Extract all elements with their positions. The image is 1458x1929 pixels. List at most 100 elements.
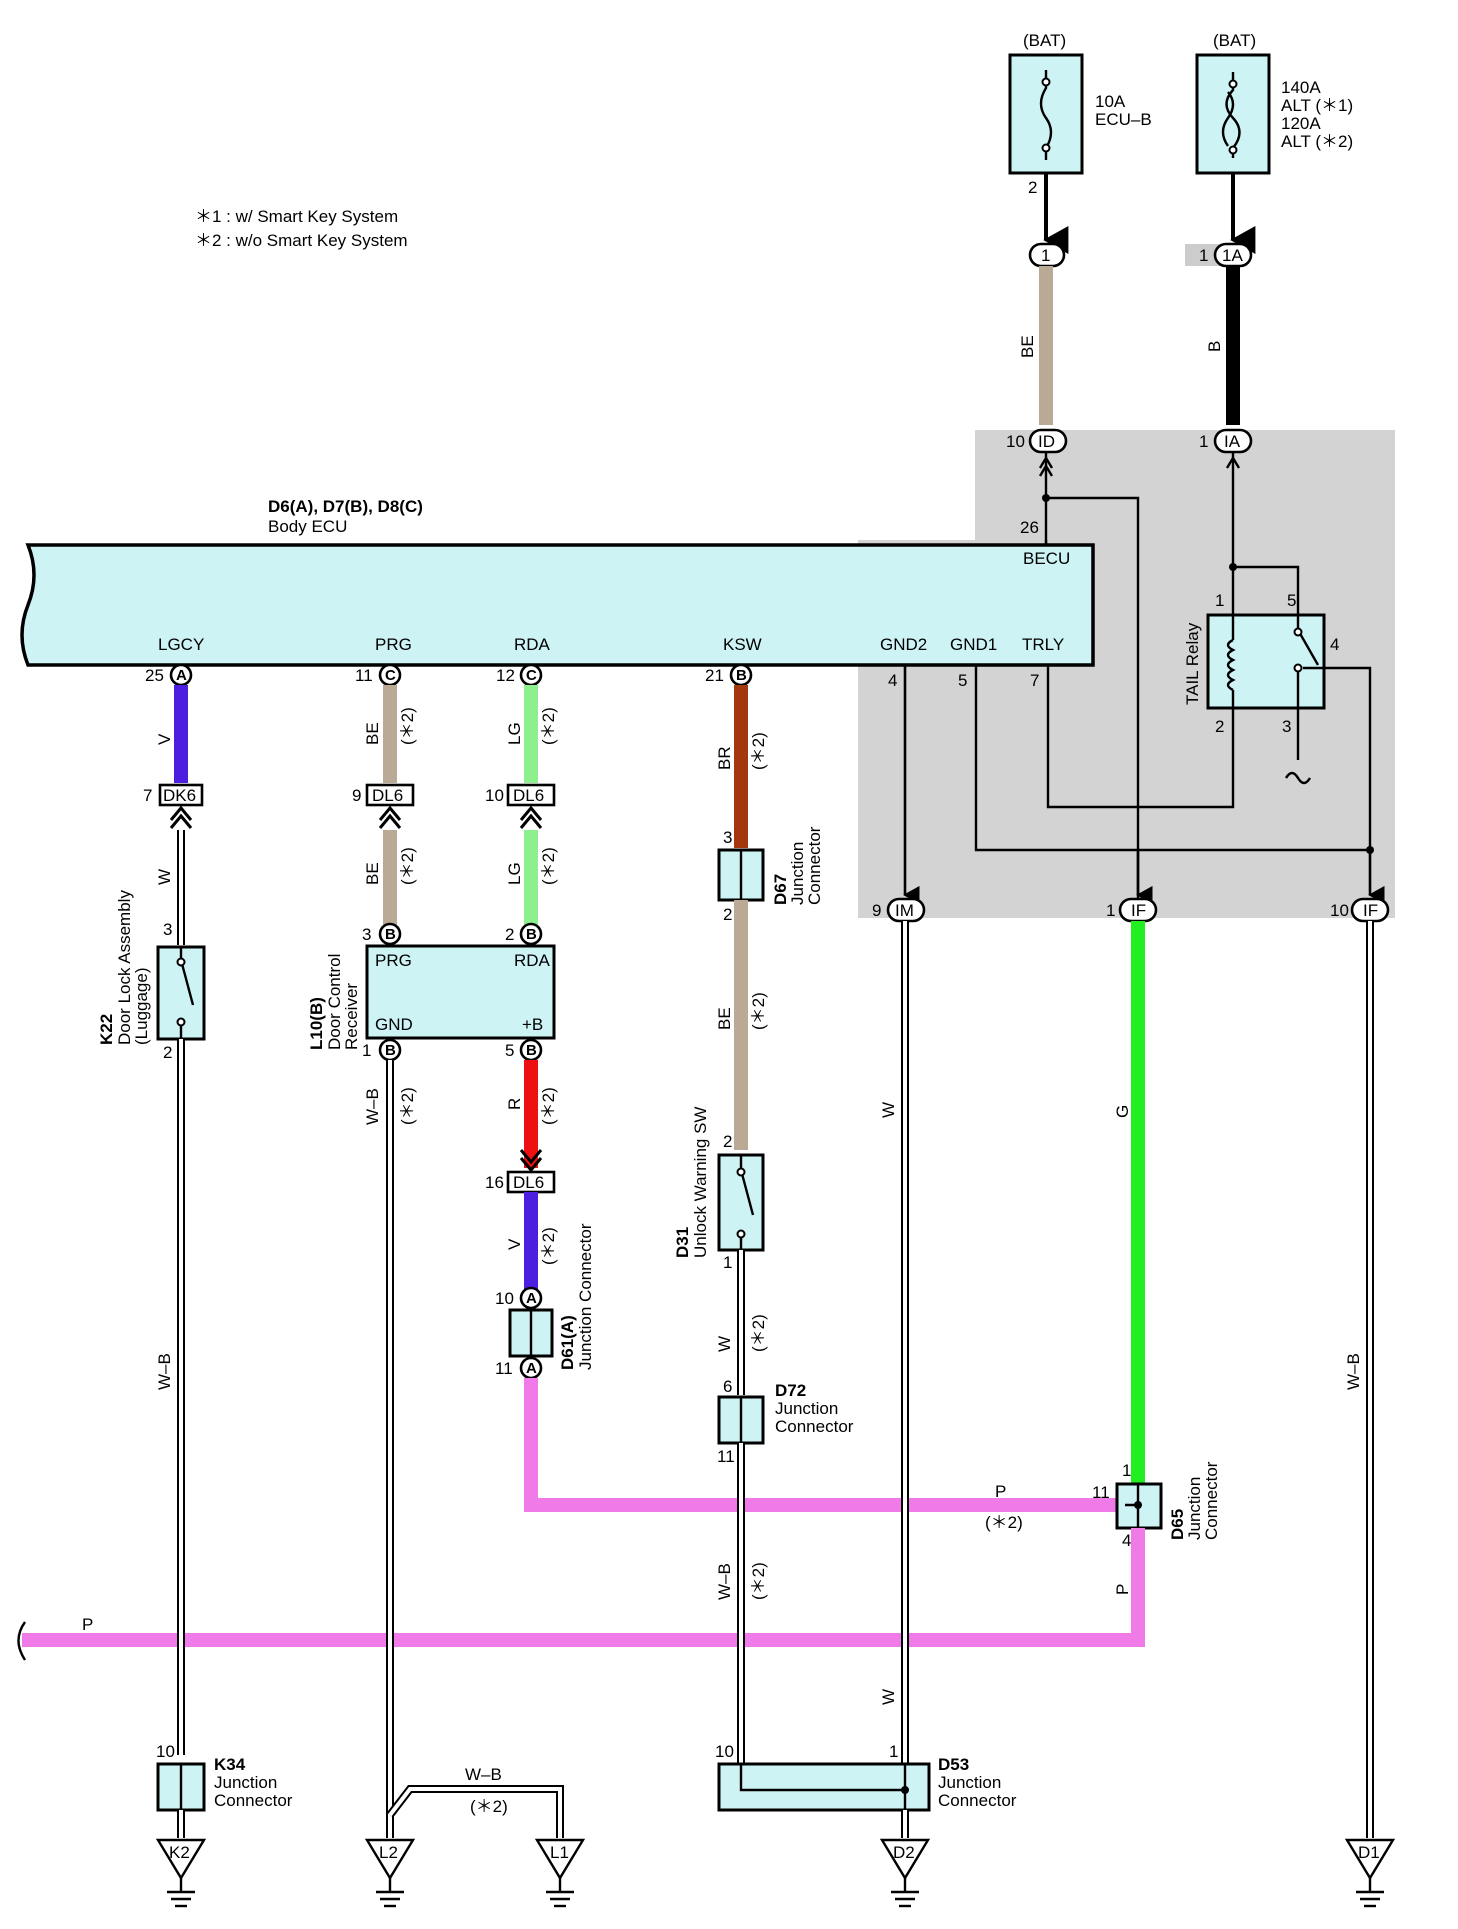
bat-label-2: (BAT) xyxy=(1213,31,1256,50)
d61-pin-10-num: 10 xyxy=(495,1289,514,1308)
relay-pin-2: 2 xyxy=(1215,717,1224,736)
ecu-name: Body ECU xyxy=(268,517,347,536)
connector-ia-label: IA xyxy=(1224,432,1241,451)
fuse1-name: ECU–B xyxy=(1095,110,1152,129)
d61-pin-11-num: 11 xyxy=(495,1359,513,1378)
ecu-pin-12-num: 12 xyxy=(496,666,515,685)
connector-id xyxy=(1028,428,1068,454)
d72-code: D72 xyxy=(775,1381,806,1400)
connector-dl6-9 xyxy=(365,783,415,807)
ecu-pin-11-letter: C xyxy=(385,667,396,684)
wire-wb-label-3: W–B xyxy=(465,1765,502,1784)
ecu-pin-7: 7 xyxy=(1030,671,1039,690)
l10-door-control-receiver xyxy=(365,944,556,1040)
l10-pin-3-letter: B xyxy=(385,926,396,943)
d53-l2: Connector xyxy=(938,1791,1017,1810)
wire-be-label-4: BE xyxy=(715,1007,734,1030)
l10-pin-2 xyxy=(519,922,543,946)
wire-v-label-2: V xyxy=(505,1238,524,1250)
wire-w-label-1: W xyxy=(155,869,174,885)
connector-dl6-9-pin: 9 xyxy=(352,786,361,805)
fuse2-line3: 120A xyxy=(1281,114,1321,133)
l10-pin-1-letter: B xyxy=(385,1042,396,1059)
ecu-pin-25-num: 25 xyxy=(145,666,164,685)
d67-code: D67 xyxy=(771,874,790,905)
l10-pin-2-num: 2 xyxy=(505,925,514,944)
wire-star2-1: (＊2) xyxy=(398,707,417,745)
ecu-pin-4: 4 xyxy=(888,671,897,690)
wire-lg-label-1: LG xyxy=(505,722,524,745)
wire-p-main xyxy=(22,1528,1145,1647)
connector-dl6-9-label: DL6 xyxy=(372,786,403,805)
k22-code: K22 xyxy=(97,1014,116,1045)
connector-dk6 xyxy=(158,783,204,807)
wire-lg-label-2: LG xyxy=(505,862,524,885)
connector-1a-label: 1A xyxy=(1222,246,1243,265)
connector-dl6-16-pin: 16 xyxy=(485,1173,504,1192)
wire-p-label-2: P xyxy=(82,1615,93,1634)
wire-w-label-4: W xyxy=(879,1689,898,1705)
wire-star2-6: (＊2) xyxy=(470,1797,508,1816)
wire-w-label-2: W xyxy=(715,1336,734,1352)
wire-star2-5: (＊2) xyxy=(398,1087,417,1125)
k34-pin-10: 10 xyxy=(156,1742,175,1761)
connector-dk6-label: DK6 xyxy=(163,786,196,805)
wire-star2-11: (＊2) xyxy=(749,992,768,1030)
relay-pin-3: 3 xyxy=(1282,717,1291,736)
ground-d2: D2 xyxy=(879,1838,931,1908)
d31-code: D31 xyxy=(673,1227,692,1258)
d53-pin-1: 1 xyxy=(889,1742,898,1761)
ground-l2-label: L2 xyxy=(379,1843,398,1862)
l10-rda: RDA xyxy=(514,951,551,970)
l10-prg: PRG xyxy=(375,951,412,970)
wire-br-label: BR xyxy=(715,746,734,770)
l10-plusb: +B xyxy=(522,1015,543,1034)
note-2: ＊2 : w/o Smart Key System xyxy=(195,231,408,250)
l10-pin-2-letter: B xyxy=(526,926,537,943)
d53-pin-10: 10 xyxy=(715,1742,734,1761)
ecu-terminal-rda: RDA xyxy=(514,635,551,654)
k34-l2: Connector xyxy=(214,1791,293,1810)
d61-name: Junction Connector xyxy=(576,1223,595,1370)
ecu-terminal-gnd1: GND1 xyxy=(950,635,997,654)
connector-dl6-16-label: DL6 xyxy=(513,1173,544,1192)
d67-l1: Junction xyxy=(788,842,807,905)
wire-be-label-3: BE xyxy=(363,862,382,885)
d61-code: D61(A) xyxy=(558,1315,577,1370)
connector-1a-shade xyxy=(1185,244,1223,266)
connector-if-2-pin: 10 xyxy=(1330,901,1349,920)
l10-pin-3-num: 3 xyxy=(362,925,371,944)
wire-r-label: R xyxy=(505,1098,524,1110)
wire-star2-2: (＊2) xyxy=(398,847,417,885)
wire-star2-7: (＊2) xyxy=(539,1087,558,1125)
connector-id-pin: 10 xyxy=(1006,432,1025,451)
d31-name: Unlock Warning SW xyxy=(691,1107,710,1258)
d72-pin-11: 11 xyxy=(717,1447,735,1466)
ecu-terminal-lgcy: LGCY xyxy=(158,635,204,654)
d72-pin-6: 6 xyxy=(723,1377,732,1396)
l10-name2: Receiver xyxy=(342,983,361,1050)
l10-gnd: GND xyxy=(375,1015,413,1034)
relay-pin-5: 5 xyxy=(1287,591,1296,610)
ecu-becu-pin: 26 xyxy=(1020,518,1039,537)
wire-wb-label-2: W–B xyxy=(363,1088,382,1125)
d72-l1: Junction xyxy=(775,1399,838,1418)
wire-wb-label-1: W–B xyxy=(155,1353,174,1390)
wire-star2-4: (＊2) xyxy=(539,847,558,885)
d67-l2: Connector xyxy=(805,826,824,905)
wire-p-d61 xyxy=(524,1378,1125,1512)
connector-dl6-10-label: DL6 xyxy=(513,786,544,805)
ecu-pin-12-letter: C xyxy=(526,667,537,684)
d65-l2: Connector xyxy=(1202,1461,1221,1540)
d31-pin-1: 1 xyxy=(723,1253,732,1272)
d72-l2: Connector xyxy=(775,1417,854,1436)
k22-name2: (Luggage) xyxy=(132,967,151,1045)
d61-pin-10-letter: A xyxy=(526,1290,537,1307)
ecu-pin-25-letter: A xyxy=(176,667,187,684)
d65-pin-4: 4 xyxy=(1122,1531,1131,1550)
fuse2-line1: 140A xyxy=(1281,78,1321,97)
ground-d1: D1 xyxy=(1344,1838,1396,1908)
relay-name: TAIL Relay xyxy=(1183,622,1202,705)
k22-name: Door Lock Assembly xyxy=(115,890,134,1045)
